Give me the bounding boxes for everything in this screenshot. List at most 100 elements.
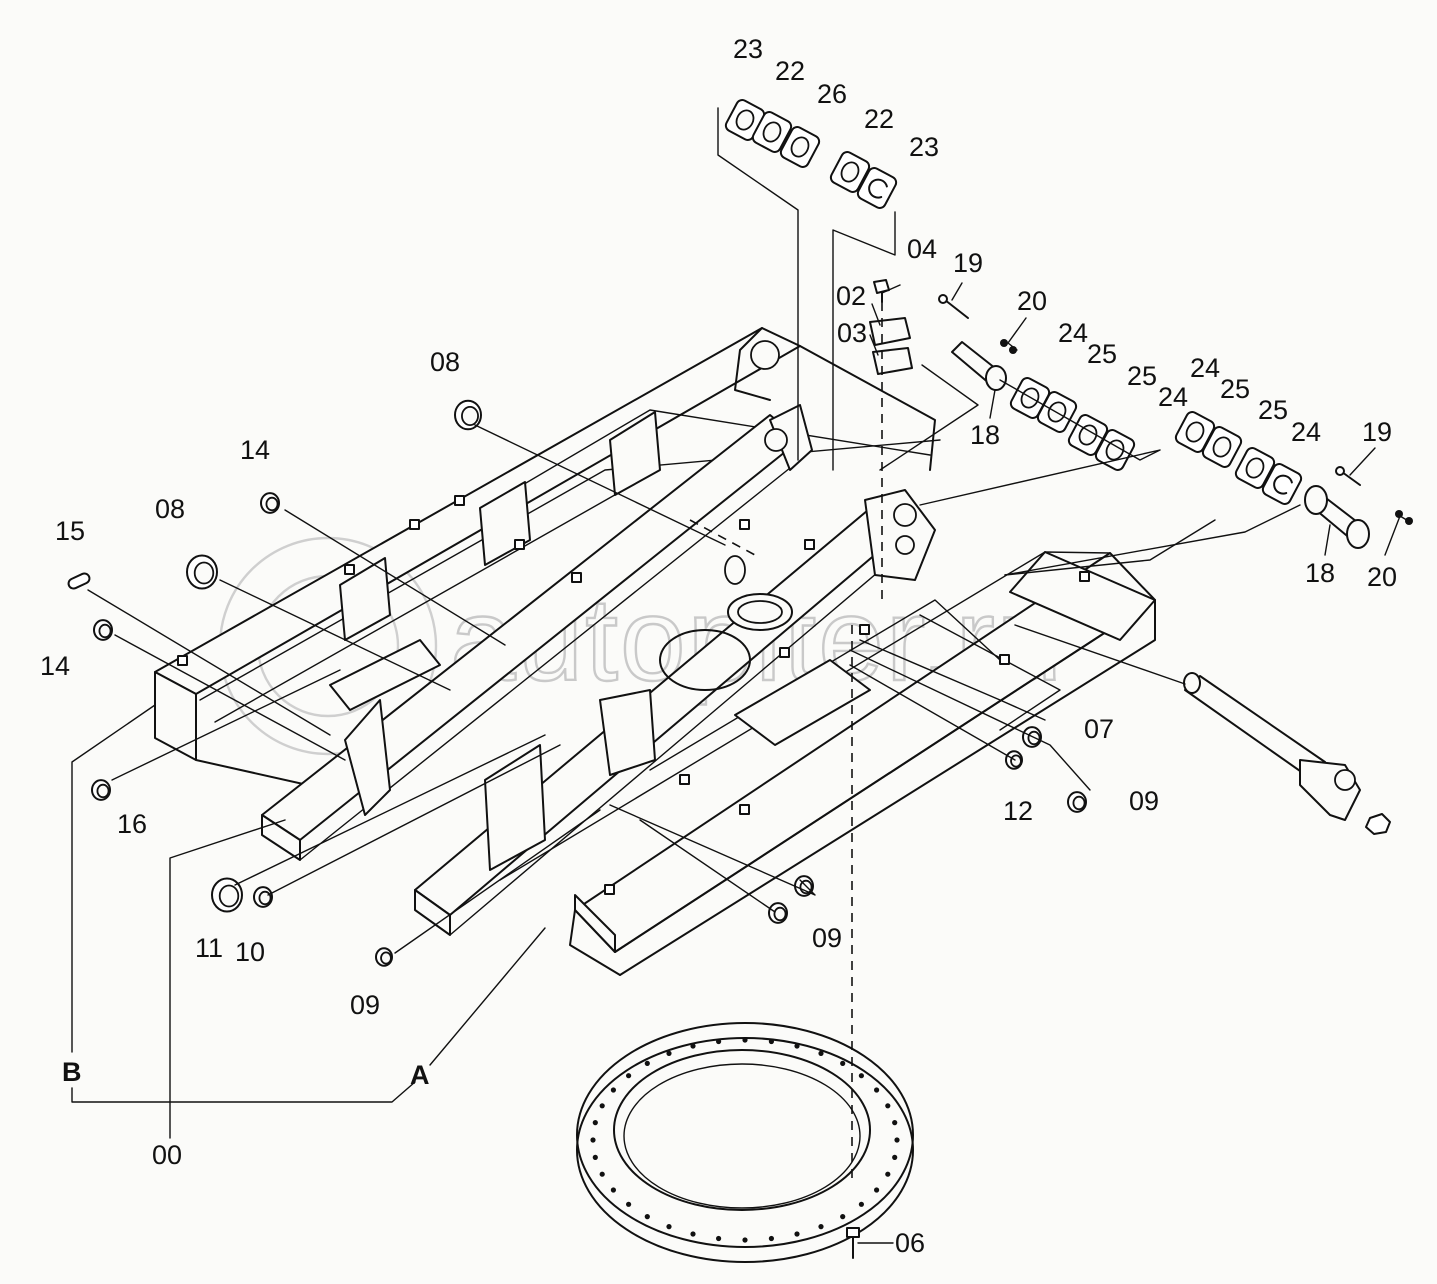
ring-09-center-lower — [768, 902, 788, 924]
ring-12-inner — [1010, 754, 1022, 768]
callout-24: 24 — [1158, 382, 1188, 412]
clip — [177, 655, 188, 666]
leader-14-left — [114, 634, 346, 761]
ring-16 — [91, 779, 111, 801]
callout-18: 18 — [970, 420, 1000, 450]
swing-bearing-inner — [613, 1049, 871, 1211]
shim-plate — [1234, 447, 1276, 489]
ring-09-center-lower-inner — [773, 906, 787, 922]
bearing-bolt-hole — [690, 1043, 696, 1049]
front-box-web — [919, 614, 1061, 731]
bearing-bolt-hole — [768, 1038, 775, 1045]
bearing-bolt-hole — [858, 1201, 865, 1207]
bearing-bolt-hole — [644, 1214, 650, 1220]
pivot-shaft-plate — [1299, 759, 1361, 821]
shaft-axis — [1014, 624, 1186, 685]
shim-plate — [779, 126, 821, 168]
leader-07 — [859, 639, 1046, 721]
nut-20 — [1000, 339, 1008, 347]
center-box — [484, 744, 546, 871]
center-hole — [724, 555, 746, 585]
callout-labels: 23 22 26 22 23 04 19 02 20 03 24 25 25 2… — [40, 34, 1397, 1258]
bearing-bolt-hole — [592, 1120, 598, 1126]
callout-25: 25 — [1220, 374, 1250, 404]
main-frame — [154, 327, 1156, 976]
leader-18-lower — [1004, 519, 1216, 576]
ring-08-left-inner — [193, 561, 215, 585]
ring-11-inner — [218, 884, 240, 908]
leader-a-b-bottom — [71, 1081, 416, 1103]
right-rail-end — [574, 894, 616, 953]
callout-19: 19 — [1362, 417, 1392, 447]
leader-24-25-upper — [919, 379, 1161, 506]
bearing-bolt-hole — [818, 1050, 824, 1056]
bearing-bolt-hole — [626, 1201, 632, 1207]
ring-14-upper-inner — [265, 496, 279, 512]
callout-15: 15 — [55, 516, 85, 546]
clip — [1079, 571, 1090, 582]
bearing-bolt-hole — [610, 1187, 617, 1193]
ring-16-inner — [96, 783, 110, 799]
callout-24: 24 — [1190, 353, 1220, 383]
bearing-bolt-hole — [716, 1235, 722, 1242]
rail-clips — [177, 495, 1090, 895]
shim-plates — [724, 99, 1303, 505]
cross-plate-3 — [339, 557, 391, 641]
leader-04 — [881, 284, 901, 294]
shim-plate — [829, 151, 871, 193]
leader-18-lower-tick — [1324, 524, 1331, 556]
bolt-19-upper-shank — [944, 299, 969, 319]
bearing-bolt-hole — [610, 1087, 617, 1093]
callout-10: 10 — [235, 937, 265, 967]
clip — [679, 774, 690, 785]
shim-plate-body — [856, 167, 898, 209]
rear-corner-hole — [750, 340, 780, 370]
callout-02: 02 — [836, 281, 866, 311]
pivot-shaft-end — [1183, 672, 1201, 694]
ring-10-inner — [258, 890, 272, 906]
clip — [779, 647, 790, 658]
ring-08-upper-inner — [461, 405, 479, 426]
callout-08: 08 — [430, 347, 460, 377]
ring-11 — [211, 877, 243, 913]
pin-18-lower-end — [1346, 519, 1370, 549]
ring-14-upper — [260, 492, 280, 514]
leader-12 — [849, 664, 1016, 761]
clip — [804, 539, 815, 550]
ring-10 — [253, 886, 273, 908]
ring-14-left — [93, 619, 113, 641]
shim-plate — [1201, 426, 1243, 468]
leader-11 — [234, 734, 546, 886]
callout-25: 25 — [1127, 361, 1157, 391]
bearing-bolt-hole — [716, 1038, 722, 1045]
callout-22: 22 — [775, 56, 805, 86]
clip — [344, 564, 355, 575]
leader-22-23 — [832, 211, 896, 471]
callout-07: 07 — [1084, 714, 1114, 744]
left-floor-edge — [479, 409, 931, 511]
cross-plate-1 — [609, 411, 661, 496]
shim-plate-ring — [735, 109, 755, 131]
left-inner-web — [199, 439, 941, 701]
plate-03 — [872, 347, 913, 375]
left-stiffener — [344, 699, 391, 816]
bearing-bolt-hole — [794, 1043, 800, 1049]
bearing-bolt-hole — [590, 1137, 596, 1143]
boom-lug-right-hole — [893, 503, 917, 527]
callout-03: 03 — [837, 318, 867, 348]
shim-plate-body — [1261, 463, 1303, 505]
leader-00 — [169, 819, 286, 1139]
clip — [999, 654, 1010, 665]
pin-18-lower — [1304, 485, 1370, 549]
bearing-bolt-hole — [840, 1214, 846, 1220]
pin-08-axis — [689, 519, 756, 556]
bearing-bolt-hole — [874, 1187, 880, 1193]
leader-18-upper-tick — [989, 389, 996, 419]
clip — [604, 884, 615, 895]
bolt-19-upper-head — [938, 294, 948, 304]
leader-lines — [71, 107, 1411, 1244]
bearing-bolt-hole — [892, 1120, 898, 1126]
shim-plate-ring — [1212, 436, 1232, 458]
leader-02 — [871, 303, 881, 326]
bearing-bolt-hole — [666, 1050, 672, 1056]
